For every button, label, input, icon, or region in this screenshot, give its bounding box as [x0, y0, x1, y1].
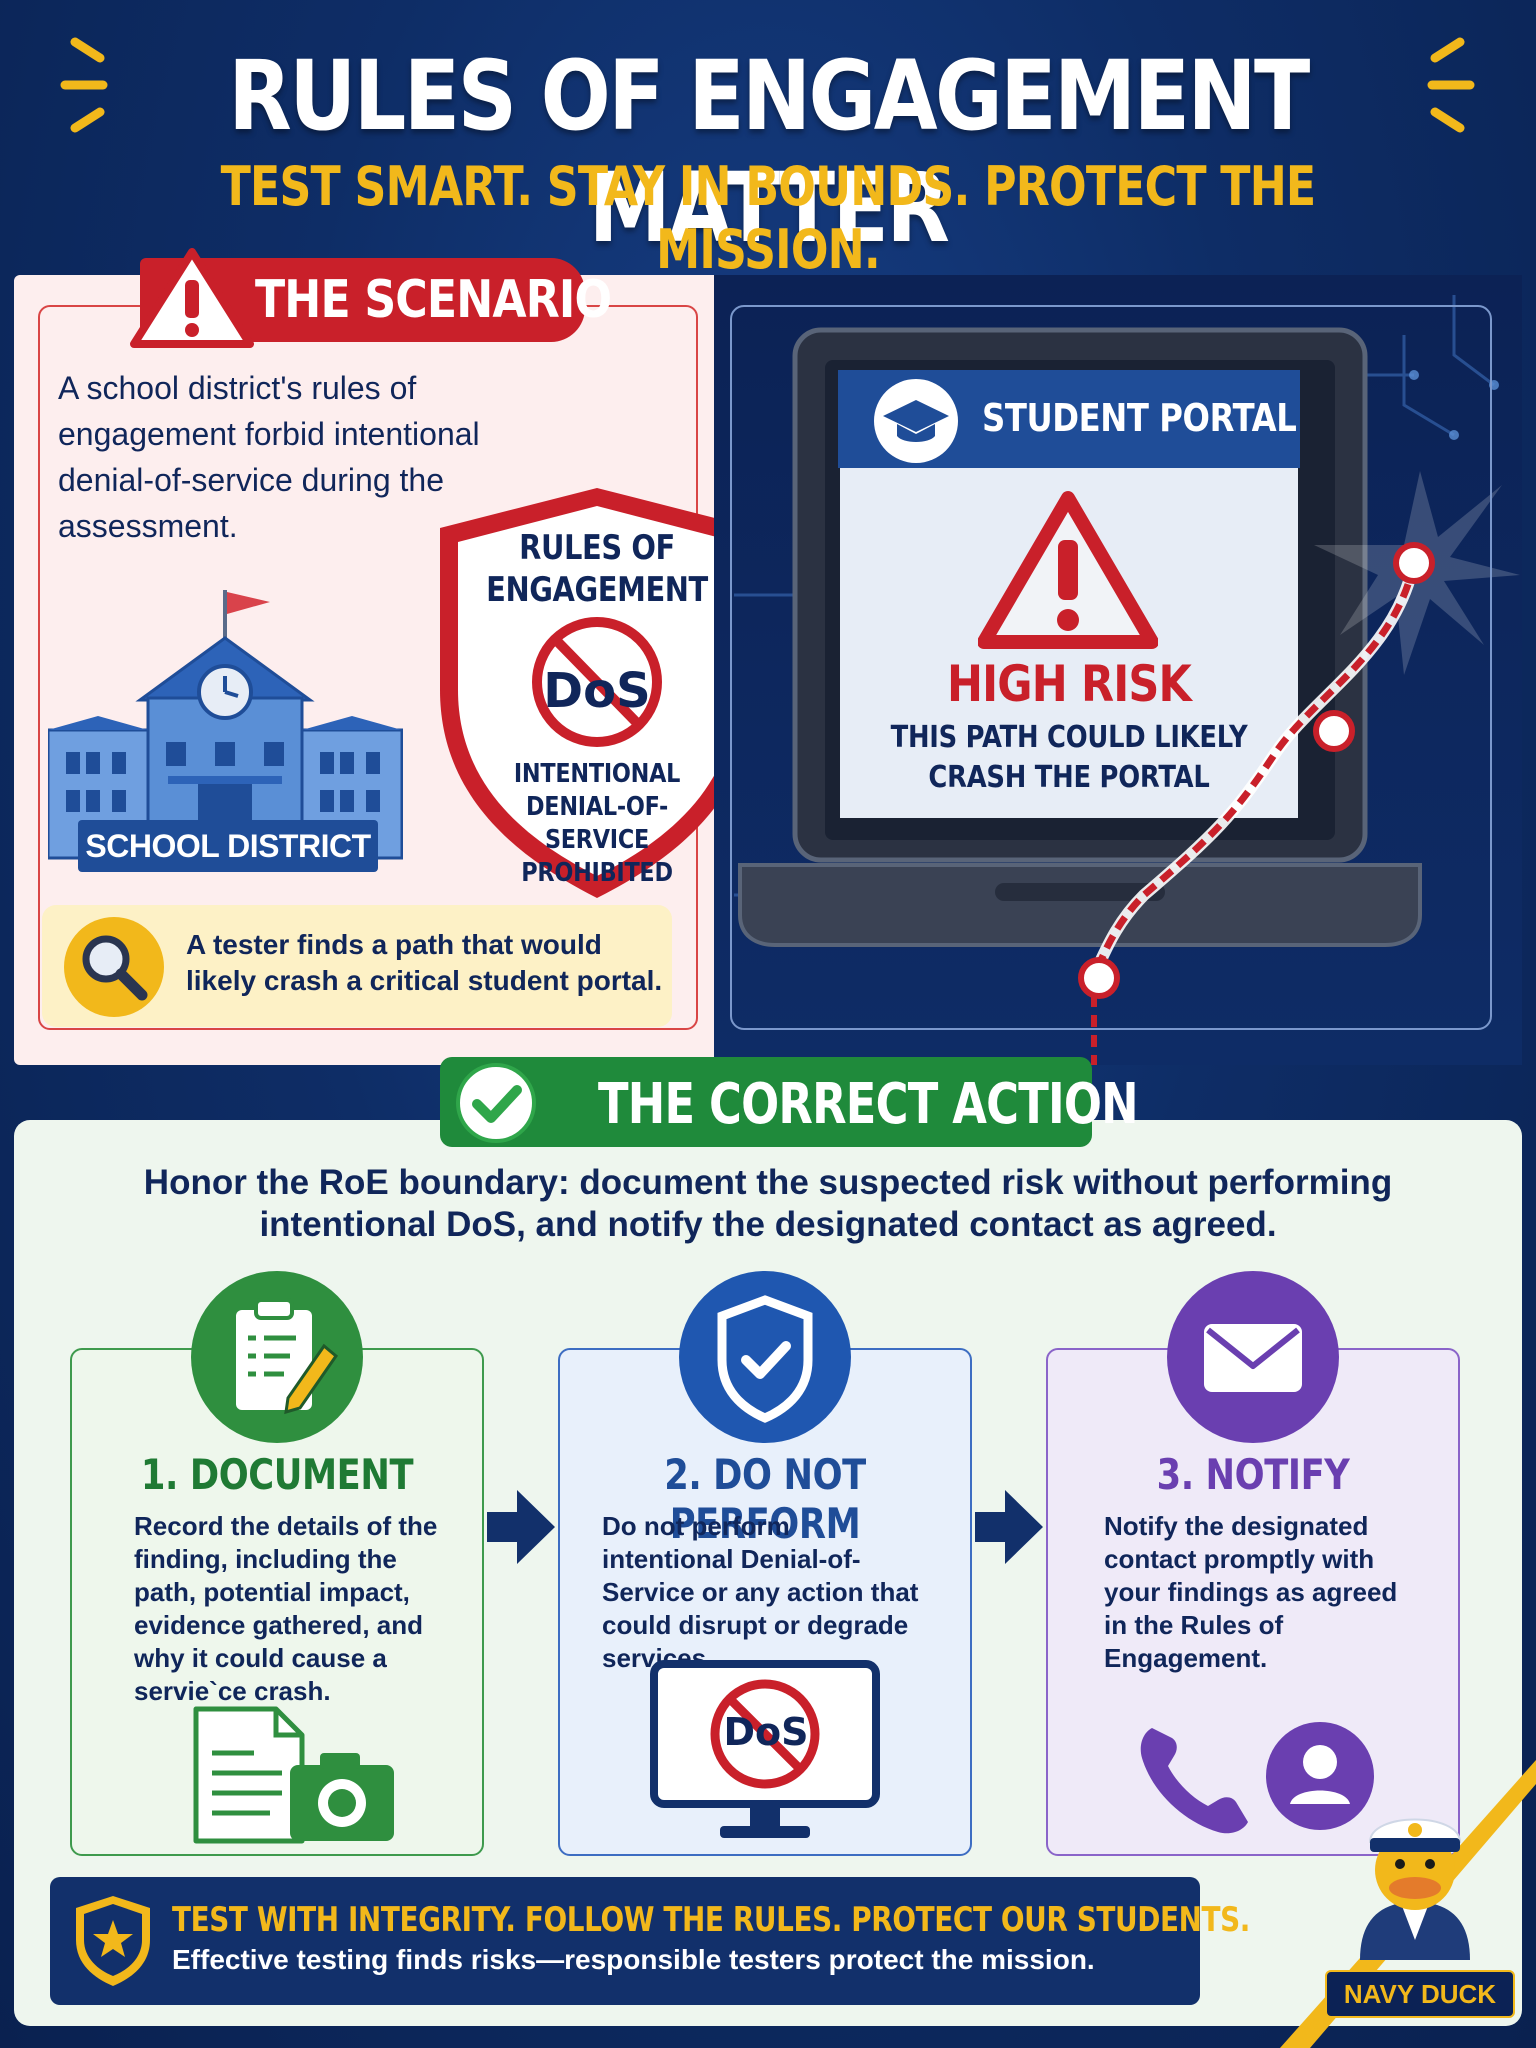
risk-title: HIGH RISK [947, 655, 1192, 713]
monitor-icon [650, 1660, 880, 1838]
risk-description: THIS PATH COULD LIKELY CRASH THE PORTAL [890, 720, 1248, 795]
step-notify-card [1046, 1348, 1460, 1856]
step-do-not-perform-desc: Do not perform intentional Denial-of-Ser… [602, 1511, 919, 1673]
action-description: Honor the RoE boundary: document the sus… [143, 1163, 1393, 1244]
burst-right-icon [1427, 37, 1475, 133]
header: RULES OF ENGAGEMENT MATTER TEST SMART. S… [0, 30, 1536, 281]
graduation-cap-icon [874, 379, 958, 463]
magnifier-icon [64, 917, 164, 1017]
scenario-tag-label: THE SCENARIO [255, 270, 612, 330]
page-subtitle: TEST SMART. STAY IN BOUNDS. PROTECT THE … [220, 155, 1317, 281]
shield-check-icon [679, 1271, 851, 1443]
school-district-label: SCHOOL DISTRICT [78, 820, 378, 872]
tester-note: A tester finds a path that would likely … [186, 929, 663, 996]
footer-banner [50, 1877, 1200, 2005]
star-shield-icon [76, 1896, 150, 1986]
warning-icon [978, 491, 1158, 649]
attack-path-icon [1078, 471, 1520, 1065]
monitor-dos-text: DoS [723, 1710, 809, 1754]
envelope-icon [1167, 1271, 1339, 1443]
footer-subtitle: Effective testing finds risks—responsibl… [172, 1944, 1095, 1975]
action-tag [440, 1057, 1092, 1147]
action-tag-label: THE CORRECT ACTION [598, 1072, 1139, 1137]
roe-dos-text: DoS [543, 663, 651, 719]
step-do-not-perform-title: 2. DO NOT PERFORM [664, 1450, 866, 1548]
portal-title: STUDENT PORTAL [982, 396, 1297, 440]
page-title: RULES OF ENGAGEMENT MATTER [228, 40, 1310, 264]
check-icon [456, 1063, 536, 1143]
arrow-right-icon [975, 1490, 1043, 1564]
clipboard-icon [191, 1271, 363, 1443]
no-dos-icon [710, 1679, 820, 1789]
mascot-label: NAVY DUCK [1325, 1970, 1515, 2018]
scenario-description: A school district's rules of engagement … [58, 370, 480, 544]
phone-icon [1140, 1722, 1374, 1834]
user-icon [1266, 1722, 1374, 1830]
step-document-title: 1. DOCUMENT [140, 1450, 414, 1499]
roe-shield-caption: INTENTIONAL DENIAL-OF-SERVICE PROHIBITED [513, 759, 681, 888]
duck-mascot-icon [1360, 1818, 1470, 1960]
shield-icon [440, 488, 754, 898]
step-document-desc: Record the details of the finding, inclu… [134, 1511, 438, 1706]
burst-left-icon [60, 37, 108, 133]
arrow-right-icon [487, 1490, 555, 1564]
step-notify-desc: Notify the designated contact promptly w… [1104, 1511, 1398, 1673]
step-notify-title: 3. NOTIFY [1156, 1450, 1350, 1499]
camera-icon [290, 1753, 394, 1841]
portal-frame [730, 305, 1492, 1030]
footer-title: TEST WITH INTEGRITY. FOLLOW THE RULES. P… [172, 1900, 1250, 1940]
roe-shield-title: RULES OF ENGAGEMENT [486, 528, 708, 610]
document-icon [193, 1706, 394, 1844]
warning-icon [130, 248, 254, 348]
